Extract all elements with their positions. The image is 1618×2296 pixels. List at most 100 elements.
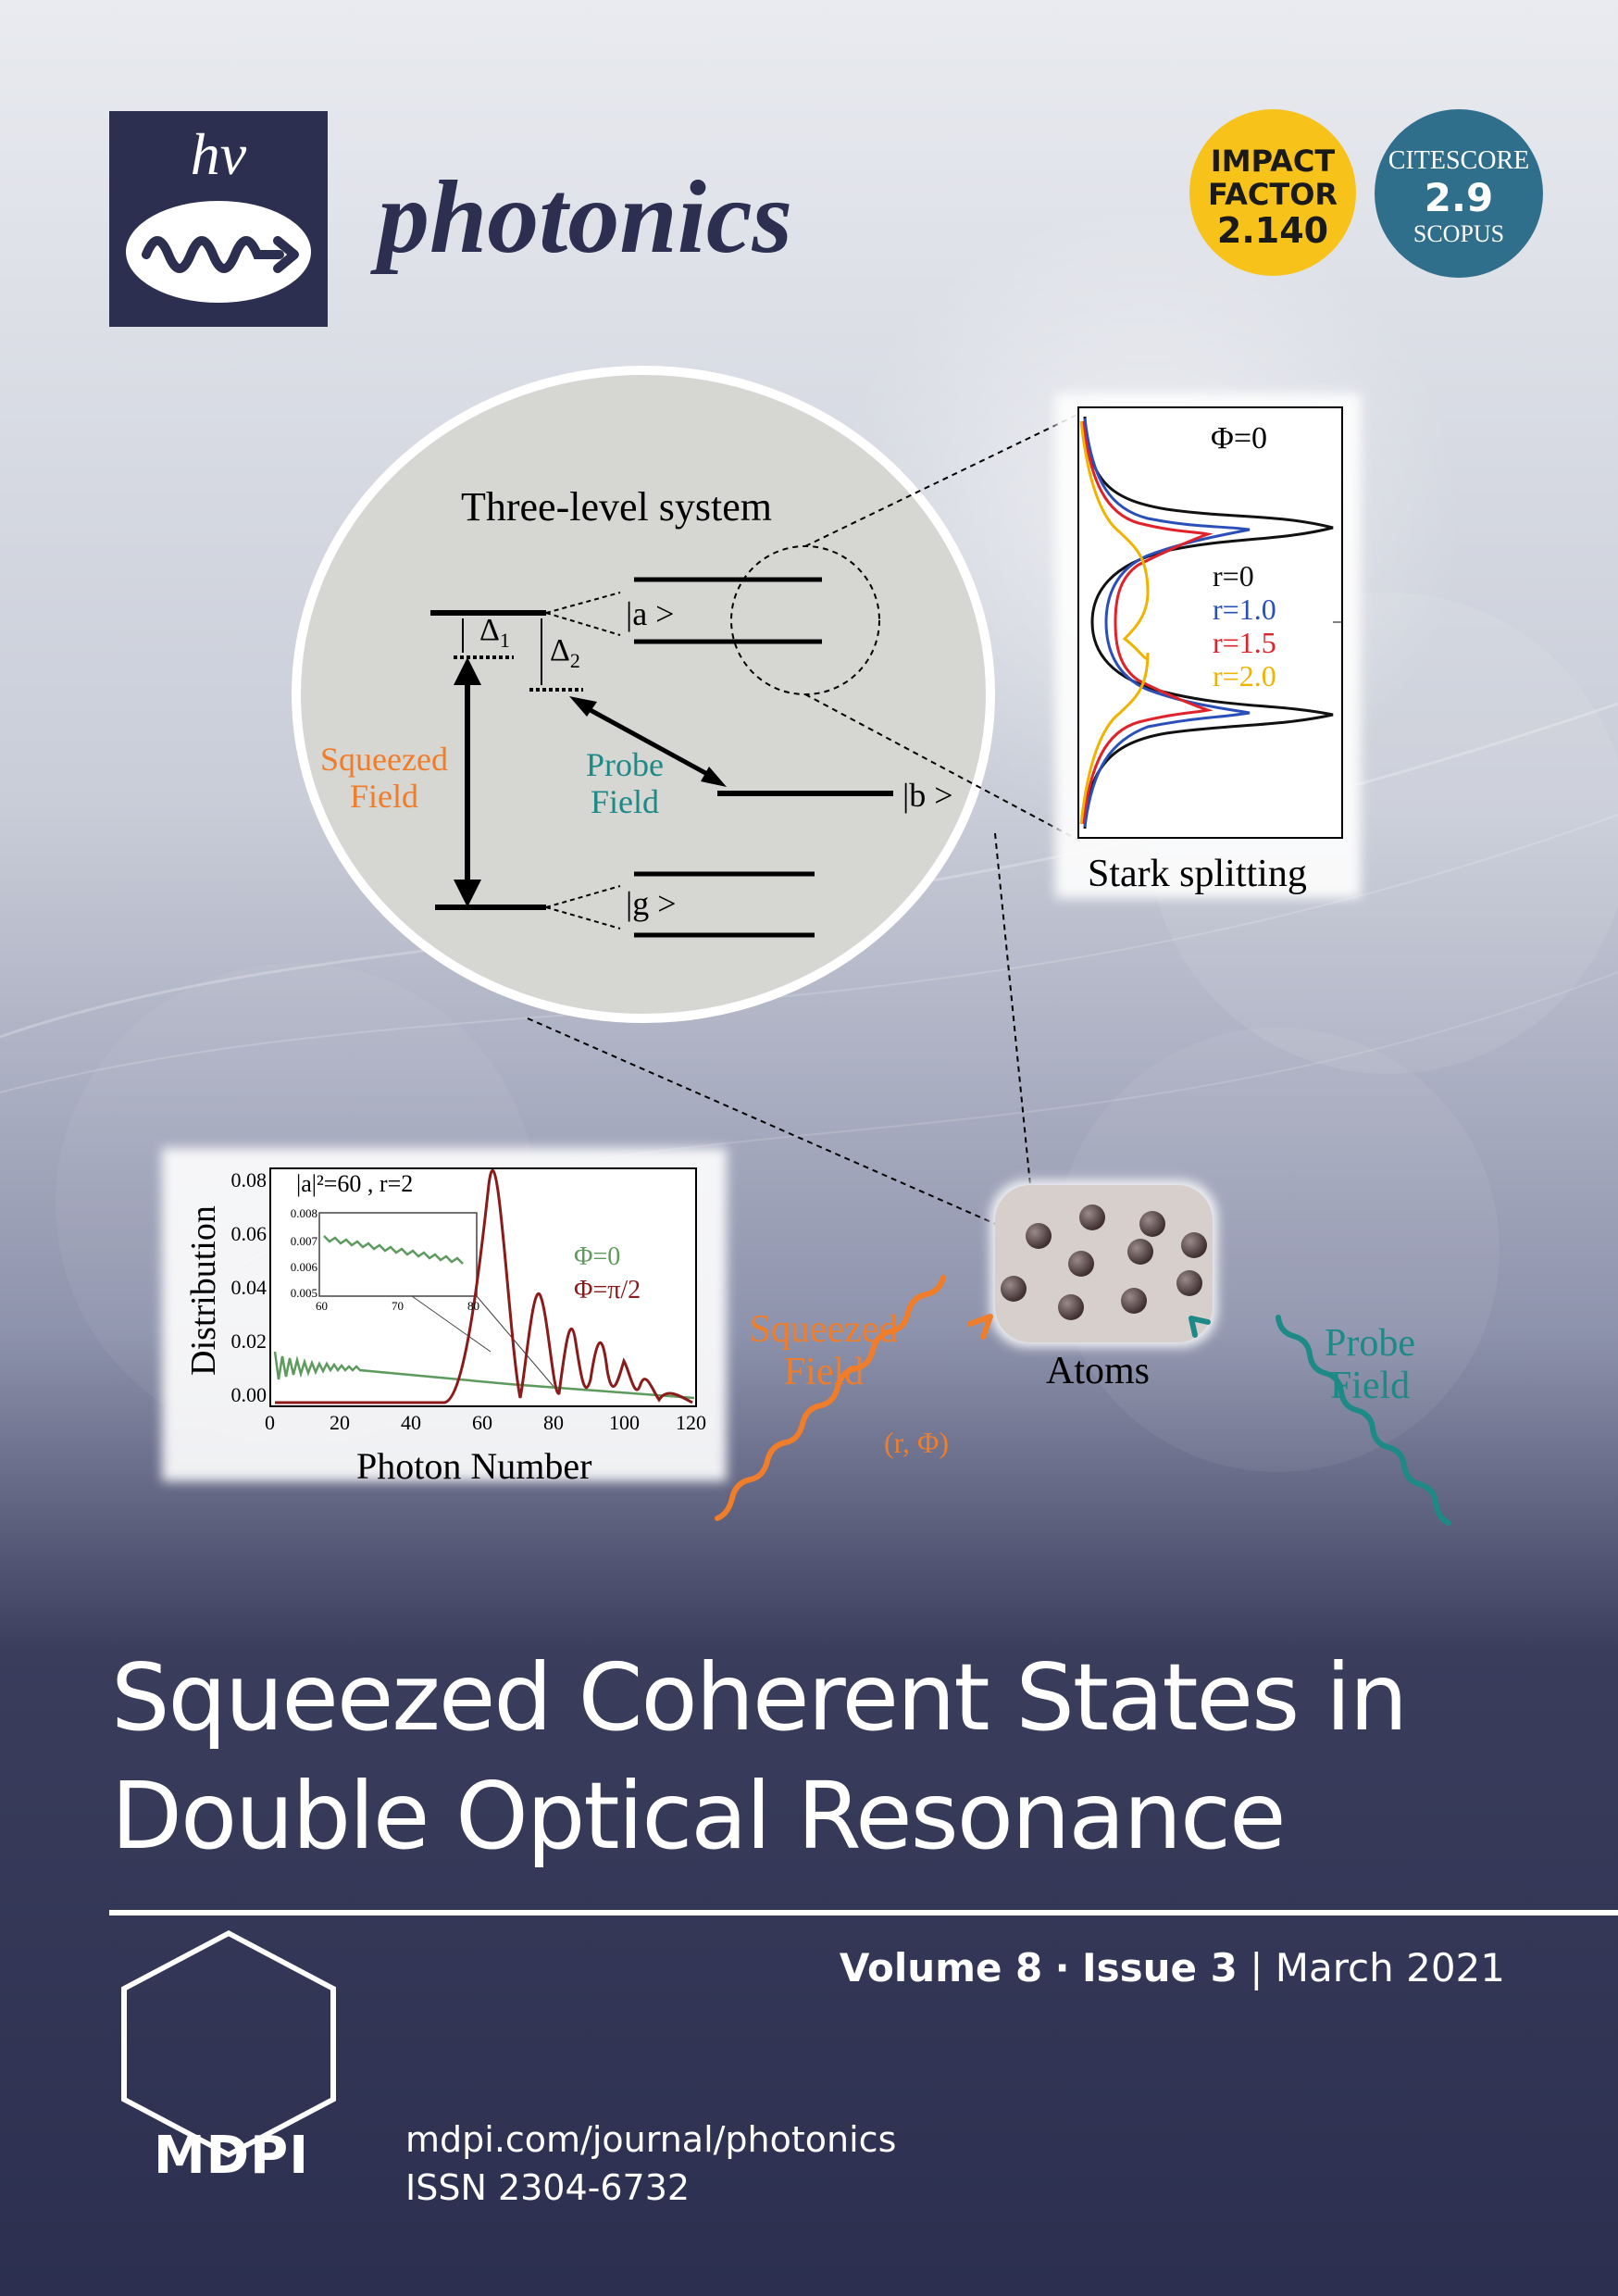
delta2-symbol: Δ xyxy=(550,633,570,668)
legend-phi-pi2: Φ=π/2 xyxy=(574,1276,641,1304)
wave-icon xyxy=(126,201,311,303)
atom-particle xyxy=(1079,1204,1105,1230)
y-tick: 0.02 xyxy=(230,1329,268,1353)
issue-label: Issue 3 xyxy=(1081,1945,1238,1990)
atom-particle xyxy=(1121,1288,1147,1314)
inset-connector-1 xyxy=(411,1295,492,1353)
impact-factor-badge: IMPACT FACTOR 2.140 xyxy=(1189,109,1356,276)
inset-x-tick: 70 xyxy=(392,1299,404,1313)
citescore-source: SCOPUS xyxy=(1413,220,1505,247)
distribution-curve-phi-pi2 xyxy=(275,1169,693,1404)
stark-legend-r15: r=1.5 xyxy=(1213,626,1276,659)
distribution-x-ticks: 0 20 40 60 80 100 120 xyxy=(265,1411,706,1439)
probe-field-wave xyxy=(1276,1315,1451,1526)
stark-curve-r0 xyxy=(1083,416,1334,830)
stark-legend-r0: r=0 xyxy=(1213,559,1254,593)
distribution-curve-phi0 xyxy=(273,1351,695,1400)
y-tick: 0.06 xyxy=(230,1222,268,1245)
impact-value: 2.140 xyxy=(1216,210,1329,251)
atom-particles xyxy=(1001,1204,1207,1320)
inset-x-ticks: 60 70 80 xyxy=(316,1299,479,1316)
atoms-probe-line2: Field xyxy=(1329,1365,1411,1407)
atoms-probe-line1: Probe xyxy=(1325,1322,1415,1365)
atom-particle xyxy=(1001,1276,1027,1302)
stark-caption: Stark splitting xyxy=(1088,853,1307,895)
diagram-squeezed-line2: Field xyxy=(349,778,418,815)
legend-phi0: Φ=0 xyxy=(574,1242,621,1271)
inset-x-tick: 80 xyxy=(467,1299,479,1313)
x-tick: 40 xyxy=(401,1411,421,1434)
distribution-legend: Φ=0 Φ=π/2 xyxy=(574,1241,641,1307)
journal-logo: hv xyxy=(109,111,328,327)
atoms-box xyxy=(995,1185,1213,1342)
three-level-title: Three-level system xyxy=(461,484,772,530)
zoom-line-top xyxy=(804,411,1084,547)
atom-particle xyxy=(1026,1223,1052,1249)
probe-field-arrowhead xyxy=(1189,1316,1211,1338)
y-tick: 0.04 xyxy=(230,1276,268,1299)
article-title-line1: Squeezed Coherent States in xyxy=(111,1643,1408,1752)
x-tick: 60 xyxy=(472,1411,492,1434)
y-tick: 0.00 xyxy=(230,1383,268,1406)
atoms-probe-field-label: Probe Field xyxy=(1301,1322,1439,1407)
delta1-subscript: 1 xyxy=(499,628,510,652)
level-b-label: |b > xyxy=(902,777,953,814)
atom-particle xyxy=(1176,1270,1202,1296)
mdpi-logo-text: MDPI xyxy=(153,2126,310,2186)
inset-x-tick: 60 xyxy=(316,1299,328,1313)
inset-y-tick: 0.007 xyxy=(290,1234,317,1248)
x-tick: 0 xyxy=(265,1411,275,1434)
inset-connector-2 xyxy=(476,1295,556,1390)
distribution-ylabel: Distribution xyxy=(184,1205,223,1376)
inset-y-tick: 0.008 xyxy=(290,1206,317,1220)
delta2-subscript: 2 xyxy=(569,648,580,672)
squeezed-field-wave xyxy=(715,1275,946,1521)
journal-url[interactable]: mdpi.com/journal/photonics xyxy=(405,2119,897,2160)
squeezed-field-arrowhead xyxy=(967,1314,993,1340)
stark-curve-r1 xyxy=(1083,418,1251,828)
x-tick: 20 xyxy=(330,1411,350,1434)
atom-particle xyxy=(1127,1239,1153,1265)
atoms-params: (r, Φ) xyxy=(884,1426,950,1459)
diagram-probe-field-label: Probe Field xyxy=(565,746,685,820)
logo-hv-text: hv xyxy=(190,121,247,187)
diagram-squeezed-field-label: Squeezed Field xyxy=(310,741,458,815)
atom-particle xyxy=(1139,1211,1165,1237)
probe-arrow-shaft xyxy=(577,701,719,782)
citescore-badge: CITESCORE 2.9 SCOPUS xyxy=(1375,109,1543,278)
mdpi-hexagon-icon xyxy=(121,1930,336,2158)
squeezed-arrow-heads xyxy=(454,657,481,907)
stark-curve-r15 xyxy=(1081,420,1214,825)
level-a-splitting xyxy=(545,592,621,636)
x-tick: 100 xyxy=(609,1411,640,1434)
atom-particle xyxy=(1058,1294,1084,1320)
zoom-line-bottom xyxy=(804,693,1084,843)
stark-legend-r1: r=1.0 xyxy=(1213,593,1276,626)
journal-name: photonics xyxy=(378,160,793,275)
stark-legend: r=0 r=1.0 r=1.5 r=2.0 xyxy=(1213,559,1276,693)
distribution-params: |a|²=60 , r=2 xyxy=(296,1170,414,1197)
issue-date: March 2021 xyxy=(1275,1945,1505,1990)
ellipse-link-line xyxy=(527,1017,1024,1237)
x-tick: 120 xyxy=(676,1411,706,1434)
atom-particle xyxy=(1181,1232,1207,1258)
issue-separator: · xyxy=(1054,1945,1070,1990)
inset-y-tick: 0.006 xyxy=(290,1260,317,1274)
title-rule xyxy=(109,1910,1618,1915)
stark-plot-frame xyxy=(1077,406,1343,839)
level-g-label: |g > xyxy=(626,885,677,922)
atoms-squeezed-field-label: Squeezed Field xyxy=(722,1308,926,1393)
impact-label-2: FACTOR xyxy=(1207,177,1338,212)
stark-curve-r2 xyxy=(1079,420,1150,825)
distribution-xlabel: Photon Number xyxy=(356,1445,592,1487)
article-title: Squeezed Coherent States in Double Optic… xyxy=(111,1639,1555,1876)
delta1-symbol: Δ xyxy=(479,613,500,647)
article-title-line2: Double Optical Resonance xyxy=(111,1762,1286,1870)
inset-curve xyxy=(323,1235,464,1265)
issue-bar: | xyxy=(1250,1945,1263,1990)
inset-y-tick: 0.005 xyxy=(290,1286,317,1300)
diagram-squeezed-line1: Squeezed xyxy=(320,741,448,778)
probe-arrow-heads xyxy=(569,696,727,787)
stark-legend-r2: r=2.0 xyxy=(1213,659,1276,693)
diagram-probe-line1: Probe xyxy=(586,746,664,783)
